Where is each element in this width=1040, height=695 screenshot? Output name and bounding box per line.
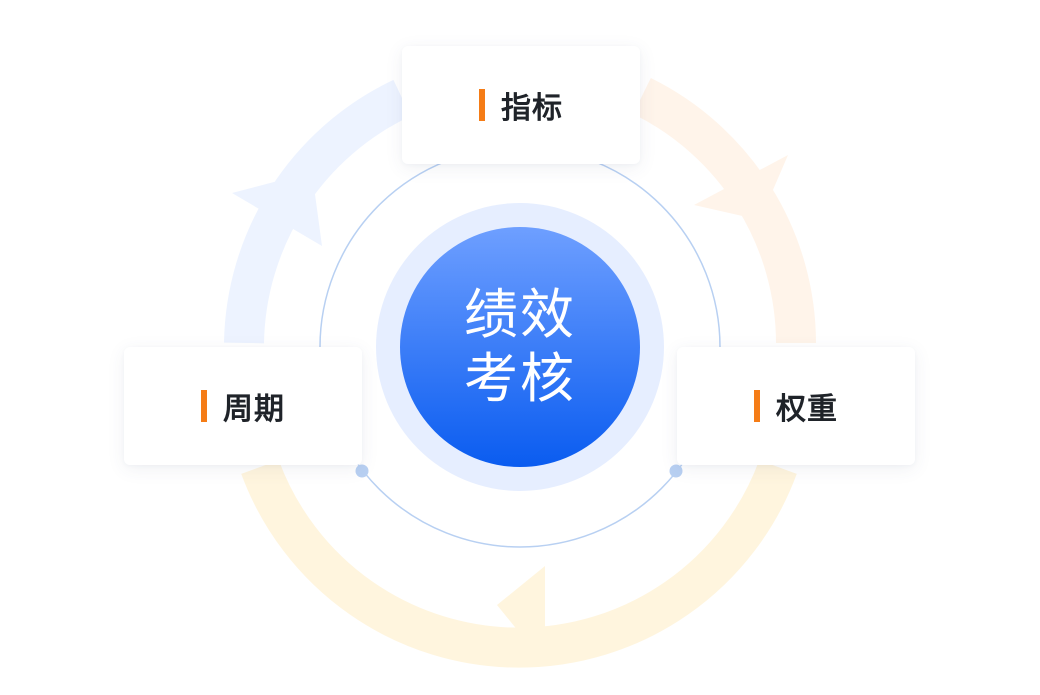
cycle-arrowhead-blue bbox=[232, 172, 322, 246]
node-card-top: 指标 bbox=[402, 46, 640, 164]
ring-node-dot-left bbox=[355, 464, 369, 478]
center-title-line2: 考核 bbox=[464, 347, 576, 410]
node-label-left: 周期 bbox=[223, 392, 285, 427]
accent-bar bbox=[201, 390, 207, 422]
node-label-top: 指标 bbox=[501, 91, 563, 126]
node-card-left: 周期 bbox=[124, 347, 362, 465]
center-title: 绩效 考核 bbox=[400, 227, 640, 467]
cycle-arc-blue bbox=[224, 79, 411, 344]
center-title-line1: 绩效 bbox=[464, 283, 576, 346]
node-card-right: 权重 bbox=[677, 347, 915, 465]
node-label-right: 权重 bbox=[776, 392, 838, 427]
accent-bar bbox=[479, 89, 485, 121]
cycle-arrowhead-yellow bbox=[497, 566, 545, 664]
accent-bar bbox=[754, 390, 760, 422]
cycle-arrowhead-orange bbox=[694, 155, 788, 220]
ring-node-dot-right bbox=[669, 464, 683, 478]
cycle-arc-orange bbox=[632, 78, 816, 344]
center-disc-fill bbox=[400, 227, 640, 467]
cycle-arc-yellow bbox=[241, 460, 797, 668]
